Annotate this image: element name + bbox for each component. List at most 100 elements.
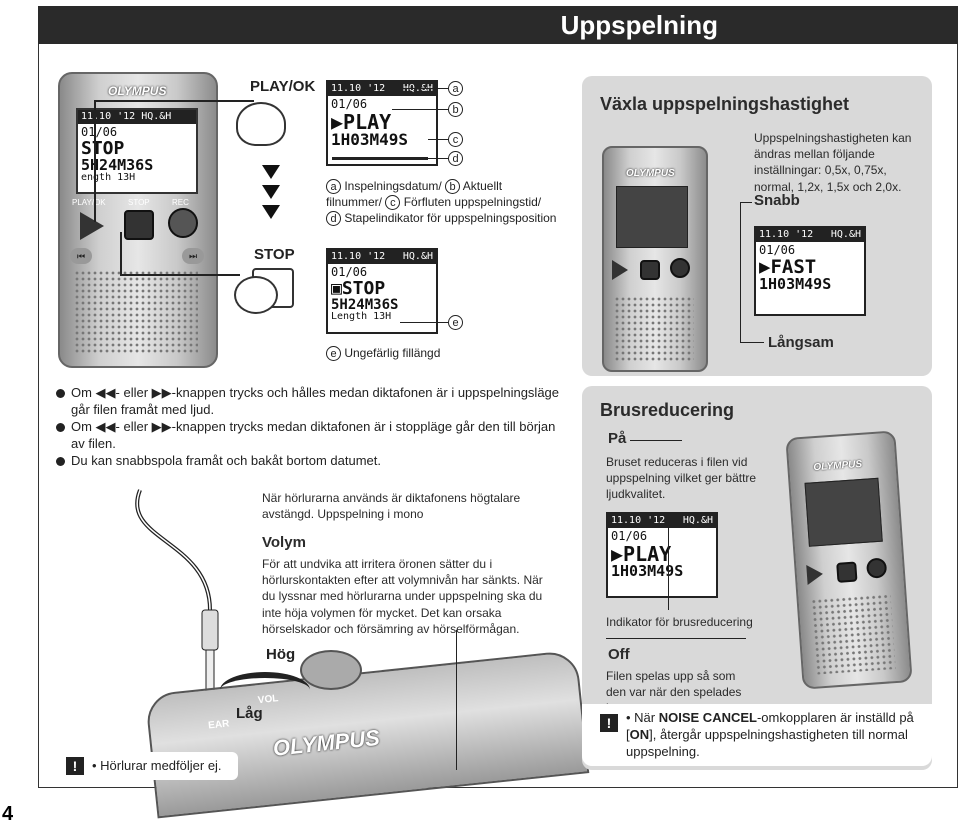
speed-device-brand: OLYMPUS (626, 168, 675, 179)
volume-dial[interactable] (300, 650, 362, 690)
bullet-dot (56, 389, 65, 398)
volume-text: För att undvika att irritera öronen sätt… (262, 557, 543, 636)
noise-on-label: På (608, 430, 627, 447)
speed-text: Uppspelningshastigheten kan ändras mella… (754, 131, 912, 194)
speaker-grille (74, 270, 198, 354)
down-arrow-icon (262, 205, 280, 219)
legend-b-text: Aktuellt (462, 179, 503, 193)
forward-button[interactable]: ⏭ (182, 248, 204, 264)
recorder-device: OLYMPUS 11.10 '12 HQ.&H 01/06 STOP 5H24M… (58, 72, 218, 368)
noise-lcd-hq: HQ.&H (682, 515, 713, 526)
speed-device: OLYMPUS (602, 146, 708, 372)
stop-finger-icon (234, 276, 278, 314)
volume-arrow-icon (220, 672, 310, 708)
title-bar: Uppspelning (38, 6, 958, 44)
stop-legend: e Ungefärlig fillängd (326, 346, 440, 361)
noise-device-rec (865, 557, 888, 579)
legend-c-text: Förfluten uppspelningstid/ (403, 195, 542, 210)
legend-e-text: Ungefärlig fillängd (344, 346, 441, 360)
callout-c: c (448, 132, 463, 147)
play-button[interactable] (80, 212, 104, 240)
stop-lcd: 11.10 '12 HQ.&H 01/06 ▣STOP 5H24M36S Len… (326, 248, 438, 334)
play-lcd-hq: HQ.&H (403, 84, 433, 94)
stop-button[interactable] (124, 210, 154, 240)
callout-e: e (448, 315, 463, 330)
leader-line (456, 630, 457, 770)
legend-line2: filnummer/ (326, 195, 383, 210)
noise-indicator-label: Indikator för brusreducering (606, 615, 753, 629)
play-finger-icon (236, 102, 286, 146)
noise-warning-text: • När NOISE CANCEL-omkopplaren är instäl… (626, 710, 914, 759)
leader-line (606, 638, 746, 639)
lcd-file: 01/06 (81, 125, 118, 139)
callout-a: a (448, 81, 463, 96)
legend-e: e (326, 346, 341, 361)
speed-lcd-status: ▶FAST (759, 256, 817, 278)
speed-slow-label: Långsam (768, 334, 834, 351)
leader-line (420, 158, 448, 159)
stop-lcd-date: 11.10 '12 (331, 251, 386, 262)
lcd-date: 11.10 '12 HQ.&H (78, 110, 196, 124)
leader-line (120, 232, 122, 276)
stop-heading: STOP (254, 246, 295, 263)
speed-device-screen (616, 186, 688, 248)
noise-warning-part: ], återgår uppspelningshastigheten till … (626, 726, 908, 759)
headphone-cable-illustration (135, 489, 219, 701)
speed-lcd-date: 11.10 '12 (759, 229, 814, 240)
legend-b: b (445, 179, 461, 194)
noise-lcd-time: 1H03M49S (611, 562, 684, 580)
noise-panel: Brusreducering På Bruset reduceras i fil… (582, 386, 932, 770)
noise-lcd-header: 11.10 '12 HQ.&H (608, 514, 716, 528)
noise-title: Brusreducering (600, 400, 735, 420)
noise-device-play (806, 563, 824, 585)
device-lcd: 11.10 '12 HQ.&H 01/06 STOP 5H24M36S engt… (76, 108, 198, 194)
bullet-text: Om ◀◀- eller ▶▶-knappen trycks medan dik… (71, 418, 556, 451)
stop-label: STOP (128, 198, 150, 207)
bullet-dot (56, 422, 65, 432)
legend-d: d (326, 211, 341, 227)
legend-c: c (385, 195, 401, 211)
leader-line (668, 526, 669, 610)
headphone-warning-text: • Hörlurar medföljer ej. (92, 757, 222, 773)
speed-lcd: 11.10 '12 HQ.&H 01/06 ▶FAST 1H03M49S (754, 226, 866, 316)
speed-device-speaker (614, 296, 694, 362)
bullet-list: Om ◀◀- eller ▶▶-knappen trycks och hålle… (56, 385, 566, 469)
bullet-item: Om ◀◀- eller ▶▶-knappen trycks och hålle… (56, 385, 566, 419)
leader-line (740, 202, 752, 203)
callout-b: b (448, 102, 463, 117)
speed-lcd-hq: HQ.&H (830, 229, 861, 240)
position-bar (332, 157, 428, 160)
noise-warning-on: ON (629, 726, 650, 742)
play-lcd-status: ▶PLAY (331, 110, 392, 134)
stop-lcd-length: Length 13H (331, 311, 392, 322)
noise-lcd-file: 01/06 (611, 529, 648, 543)
noise-device-brand: OLYMPUS (813, 458, 863, 474)
noise-warning-part: -omkopplaren är inställd på [ (626, 710, 914, 742)
play-lcd-time: 1H03M49S (331, 130, 409, 149)
headphone-warning-label: Hörlurar medföljer ej. (100, 757, 222, 773)
leader-line (94, 100, 254, 102)
legend-row-2: filnummer/ c Förfluten uppspelningstid/ (326, 194, 556, 211)
rec-label: REC (172, 198, 189, 207)
lcd-status: STOP (81, 138, 125, 159)
speed-lcd-file: 01/06 (759, 243, 796, 257)
noise-warning-part: När (634, 710, 659, 725)
noise-device: OLYMPUS (785, 430, 913, 690)
leader-line (400, 88, 448, 89)
speed-lcd-status-text: FAST (770, 256, 817, 278)
device-brand: OLYMPUS (108, 84, 167, 98)
stop-lcd-file: 01/06 (331, 265, 368, 279)
lcd-time: 5H24M36S (81, 156, 154, 174)
speed-panel: Växla uppspelningshastighet OLYMPUS Upps… (582, 76, 932, 376)
rec-button[interactable] (168, 208, 198, 238)
play-legend: a Inspelningsdatum/ b Aktuellt filnummer… (326, 178, 556, 227)
bullet-item: Om ◀◀- eller ▶▶-knappen trycks medan dik… (56, 419, 566, 453)
stop-lcd-hq: HQ.&H (402, 251, 433, 262)
legend-a: a (326, 179, 341, 194)
leader-line (120, 274, 240, 276)
play-lcd-file: 01/06 (331, 97, 368, 111)
noise-lcd-status: ▶PLAY (611, 542, 672, 566)
noise-device-speaker (810, 593, 896, 675)
rewind-button[interactable]: ⏮ (70, 248, 92, 264)
stop-lcd-time: 5H24M36S (331, 297, 399, 313)
